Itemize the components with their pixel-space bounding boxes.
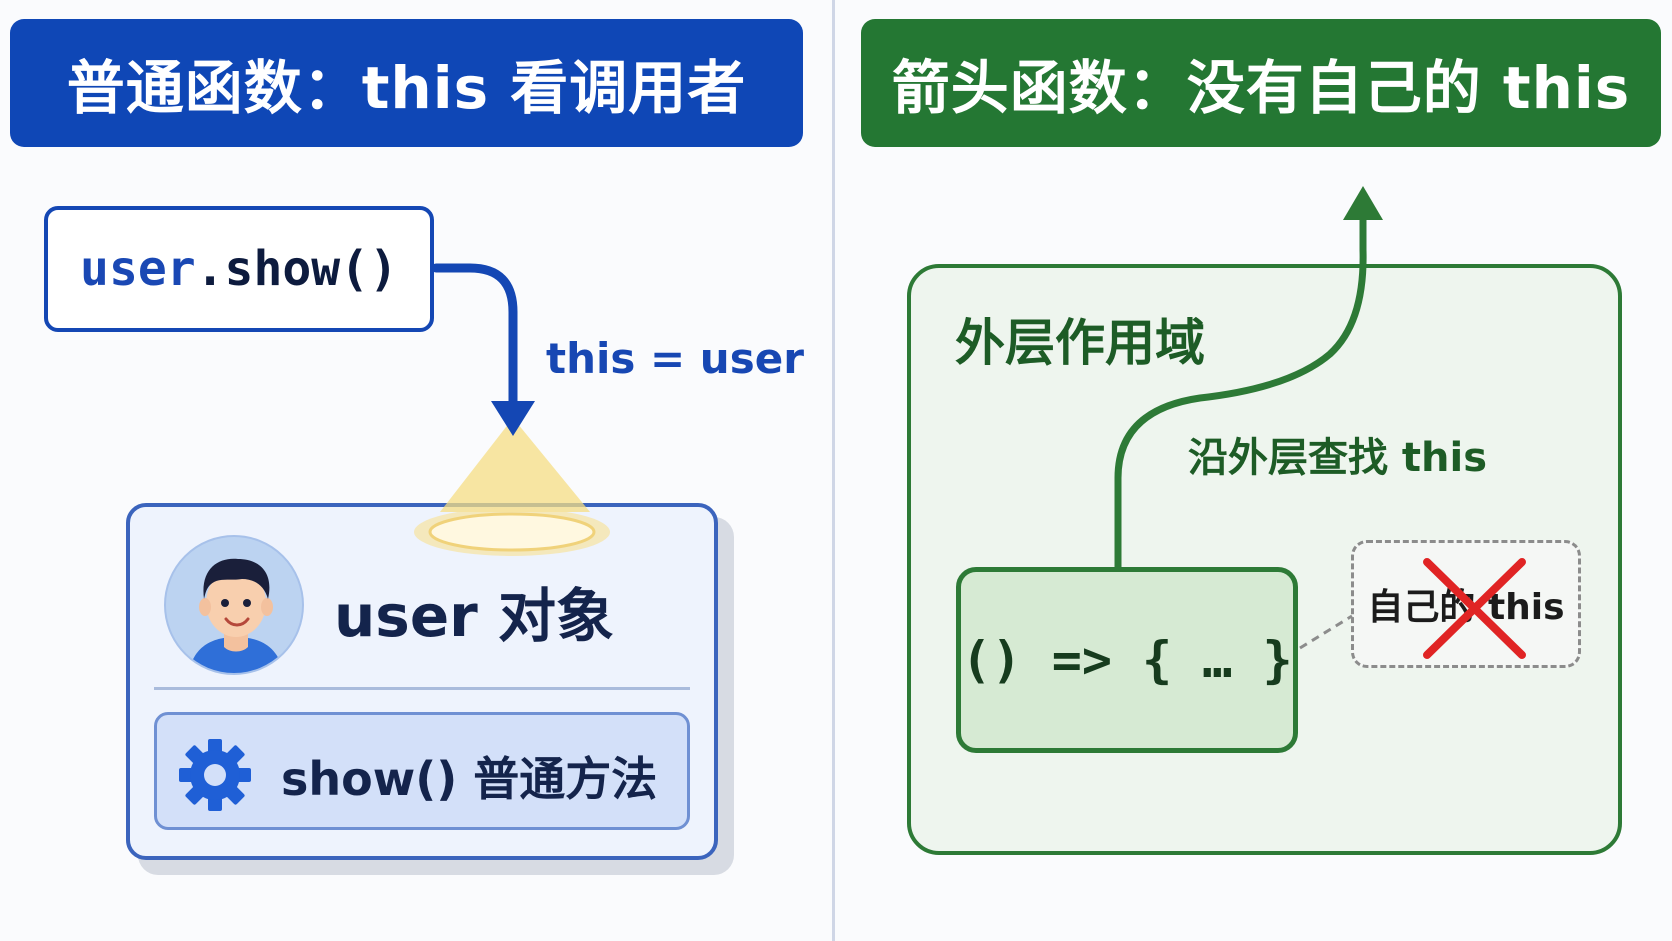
person-avatar-icon <box>164 535 304 675</box>
this-binding-label: this = user <box>546 334 804 383</box>
gear-icon <box>179 739 251 811</box>
show-method-label: show() 普通方法 <box>281 752 658 806</box>
user-object-card: user 对象 show() 普通方法 <box>126 503 718 860</box>
card-divider <box>154 687 690 690</box>
red-x-icon <box>1423 558 1526 659</box>
panel-divider <box>832 0 835 941</box>
own-this-connector <box>1299 614 1353 650</box>
outer-scope-title: 外层作用域 <box>955 314 1205 372</box>
call-method-text: .show() <box>195 241 398 297</box>
call-to-object-arrow <box>431 263 518 409</box>
call-expression-box: user.show() <box>44 206 434 332</box>
lookup-scope-arrow <box>1114 214 1367 571</box>
left-banner-title: 普通函数：this 看调用者 <box>10 19 803 147</box>
arrow-function-box: () => { … } <box>956 567 1298 753</box>
right-banner-title: 箭头函数：没有自己的 this <box>861 19 1661 147</box>
lookup-arrow-head <box>1343 186 1383 220</box>
lookup-this-label: 沿外层查找 this <box>1188 435 1488 481</box>
call-arrow-head <box>491 401 535 436</box>
show-method-box: show() 普通方法 <box>154 712 690 830</box>
spotlight-spot <box>428 512 596 552</box>
call-object-text: user <box>80 241 196 297</box>
user-object-title: user 对象 <box>334 582 614 650</box>
spotlight-beam <box>440 418 590 512</box>
